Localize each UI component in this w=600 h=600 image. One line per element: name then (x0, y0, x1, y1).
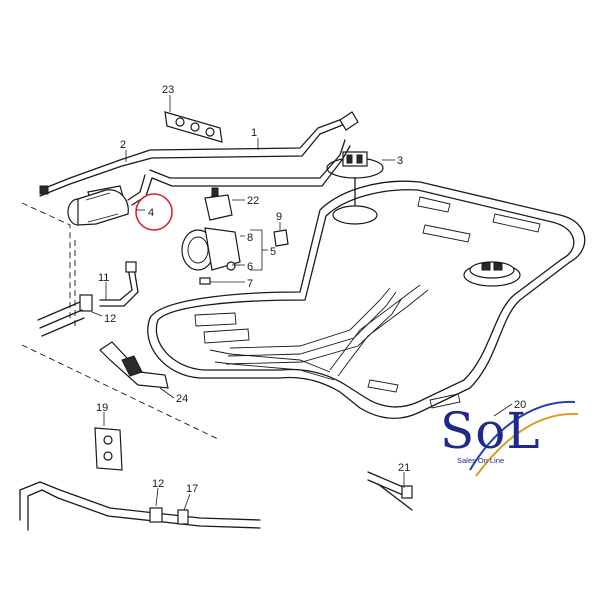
callout-19: 19 (96, 402, 108, 414)
callout-7: 7 (247, 278, 253, 290)
callout-24: 24 (176, 393, 188, 405)
mounting-bracket (99, 341, 169, 389)
highlight-ring (135, 193, 173, 231)
valve-bracket-assembly (181, 187, 289, 285)
callout-20: 20 (514, 399, 526, 411)
sol-logo: SoL Sales On Line (440, 402, 560, 482)
callout-9: 9 (276, 211, 282, 223)
callout-1: 1 (251, 127, 257, 139)
fuel-sender-unit (326, 151, 384, 206)
fuel-tank (147, 180, 586, 420)
line-clip-top (164, 111, 223, 143)
callout-5: 5 (270, 246, 276, 258)
hose-clamp (367, 471, 413, 511)
assembly-boundary-lines (21, 202, 221, 441)
callout-12-lower: 12 (152, 478, 164, 490)
callout-leaders (91, 95, 513, 511)
callout-labels: 1 2 3 4 5 6 7 8 9 11 12 12 17 19 20 21 2… (96, 84, 526, 495)
logo-tagline: Sales On Line (457, 456, 505, 465)
callout-8: 8 (247, 232, 253, 244)
callout-22: 22 (247, 195, 259, 207)
callout-23: 23 (162, 84, 174, 96)
callout-3: 3 (397, 155, 403, 167)
callout-4: 4 (148, 207, 154, 219)
callout-17: 17 (186, 483, 198, 495)
vent-hose-assembly (37, 261, 139, 337)
fuel-pump-unit (463, 261, 521, 287)
charcoal-canister (67, 174, 153, 226)
callout-11: 11 (98, 272, 109, 284)
fuel-lines (39, 111, 359, 197)
line-clip-lower (94, 427, 123, 471)
callout-6: 6 (247, 261, 253, 273)
lower-fuel-lines (19, 481, 261, 531)
underbody-lines (209, 349, 335, 381)
callout-2: 2 (120, 139, 126, 151)
logo-wordmark: SoL (440, 402, 541, 460)
callout-12-upper: 12 (104, 313, 116, 325)
logo-swoosh (469, 400, 579, 477)
callout-21: 21 (398, 462, 410, 474)
